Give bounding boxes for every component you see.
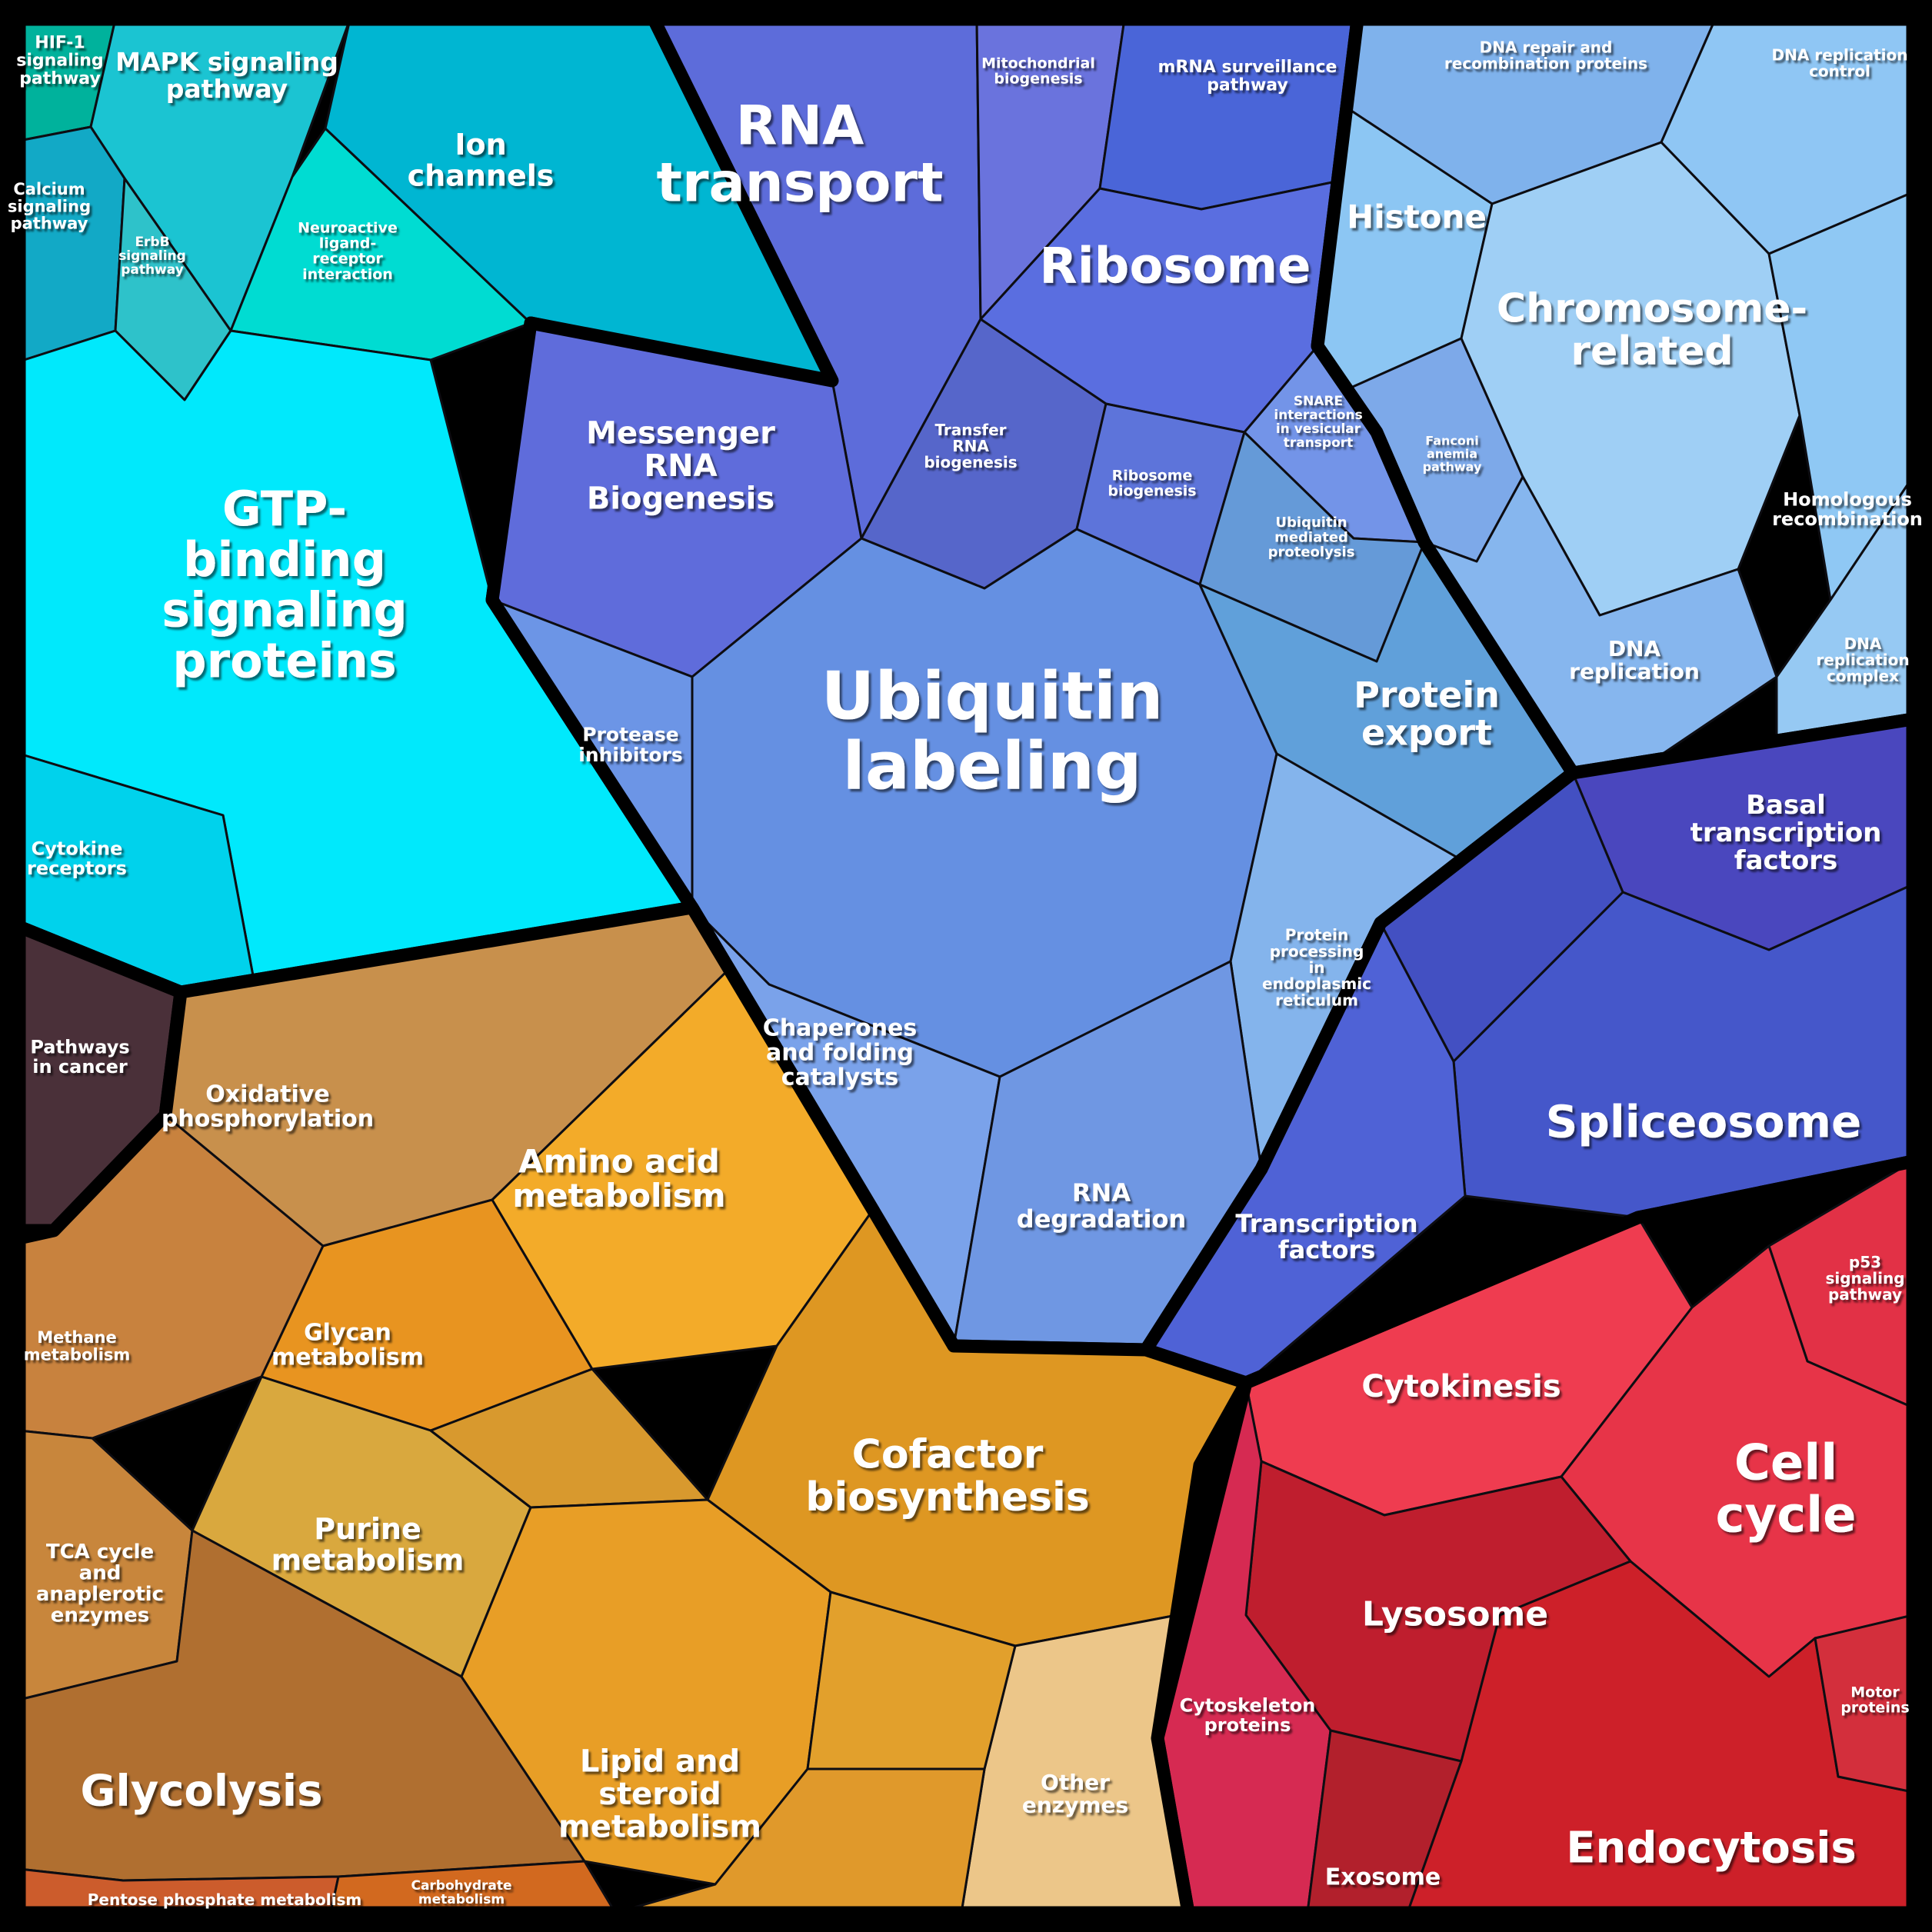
label-lysosome: Lysosome xyxy=(1362,1594,1548,1634)
label-endocytosis: Endocytosis xyxy=(1566,1824,1856,1874)
cell-mrna-surveillance[interactable] xyxy=(1098,18,1359,211)
label-histone: Histone xyxy=(1347,198,1487,236)
group-cellular-processes xyxy=(1151,1154,1920,1920)
group-protein-rna xyxy=(485,12,1580,1357)
group-outline-dna-chromosome xyxy=(1311,12,1920,780)
group-dna-chromosome xyxy=(1311,12,1920,780)
label-cytokinesis: Cytokinesis xyxy=(1361,1369,1561,1404)
label-spliceosome: Spliceosome xyxy=(1546,1095,1862,1148)
label-pentose-phosphate: Pentose phosphate metabolism xyxy=(88,1890,362,1909)
cell-neuroactive[interactable] xyxy=(229,127,532,361)
label-exosome: Exosome xyxy=(1325,1864,1441,1891)
label-glycolysis: Glycolysis xyxy=(81,1767,323,1817)
group-signaling xyxy=(12,12,841,999)
label-chromosome-related: Chromosome-related xyxy=(1497,286,1807,375)
group-transcription-splicing xyxy=(1139,712,1920,1390)
label-ribosome: Ribosome xyxy=(1039,238,1311,295)
group-metabolism xyxy=(12,901,1253,1920)
cell-calcium[interactable] xyxy=(18,125,126,363)
group-outline-metabolism xyxy=(12,901,1253,1920)
